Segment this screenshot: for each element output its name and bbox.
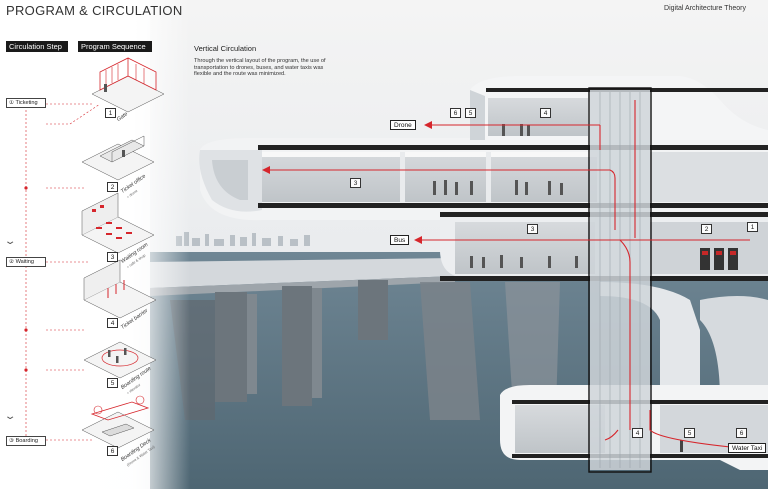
route-marker: 3 bbox=[527, 224, 538, 234]
brand-name: Digital Architecture Theory bbox=[664, 5, 746, 12]
sequence-number: 5 bbox=[107, 378, 118, 388]
step-ticketing-label: ① Ticketing bbox=[6, 98, 46, 108]
route-marker: 5 bbox=[465, 108, 476, 118]
description-body: Through the vertical layout of the progr… bbox=[194, 58, 326, 78]
route-marker: 6 bbox=[450, 108, 461, 118]
route-marker: 2 bbox=[701, 224, 712, 234]
chevron-down-icon: ⌄ bbox=[3, 411, 17, 422]
sequence-number: 6 bbox=[107, 446, 118, 456]
chevron-down-icon: ⌄ bbox=[3, 236, 17, 247]
route-marker: 4 bbox=[540, 108, 551, 118]
step-boarding-label: ③ Boarding bbox=[6, 436, 46, 446]
step-waiting-label: ② Waiting bbox=[6, 257, 46, 267]
description-title: Vertical Circulation bbox=[194, 44, 257, 53]
circulation-step-heading: Circulation Step bbox=[6, 41, 68, 52]
sequence-number: 3 bbox=[107, 252, 118, 262]
sequence-number: 1 bbox=[105, 108, 116, 118]
route-marker: 5 bbox=[684, 428, 695, 438]
sequence-number: 2 bbox=[107, 182, 118, 192]
sequence-number: 4 bbox=[107, 318, 118, 328]
route-marker: 3 bbox=[350, 178, 361, 188]
destination-water-taxi-label: Water Taxi bbox=[728, 443, 767, 453]
program-sequence-heading: Program Sequence bbox=[78, 41, 152, 52]
destination-drone-label: Drone bbox=[390, 120, 416, 130]
page-title: PROGRAM & CIRCULATION bbox=[6, 3, 183, 18]
route-marker: 1 bbox=[747, 222, 758, 232]
route-marker: 6 bbox=[736, 428, 747, 438]
route-marker: 4 bbox=[632, 428, 643, 438]
destination-bus-label: Bus bbox=[390, 235, 410, 245]
